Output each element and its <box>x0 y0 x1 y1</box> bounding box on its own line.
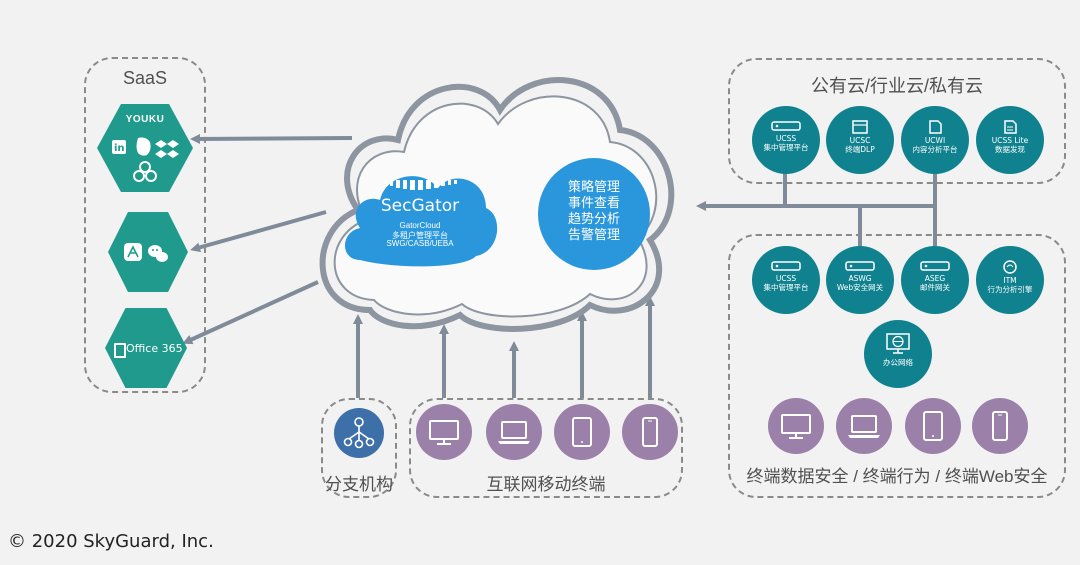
mobile-group <box>409 398 683 498</box>
saas-apps-hex <box>108 212 188 292</box>
enterprise-laptop-device <box>836 398 892 454</box>
enterprise-phone-device <box>972 398 1028 454</box>
youku-logo: YOUKU <box>125 114 165 125</box>
arrow-to-saas-apps <box>190 210 327 253</box>
monitor-icon <box>429 420 459 445</box>
enterprise-group <box>728 234 1066 498</box>
mobile-monitor-device <box>416 404 472 460</box>
saas-group <box>84 57 206 393</box>
function-trends: 趋势分析 <box>567 212 620 227</box>
monitor-icon <box>781 414 811 439</box>
function-alerts: 告警管理 <box>567 228 620 243</box>
phone-icon <box>992 411 1008 441</box>
public-ucsc-node: UCSC 终端DLP <box>826 106 894 174</box>
gatorcloud-desc2: SWG/CASB/UEBA <box>386 239 454 248</box>
branch-label: 分支机构 <box>325 475 393 494</box>
secgator-title: SecGator <box>380 196 460 216</box>
evernote-icon <box>136 137 151 156</box>
brain-icon <box>1003 260 1017 274</box>
public-ucss-lite-node: UCSS Lite 数据发现 <box>976 106 1044 174</box>
gatorcloud-label: GatorCloud <box>399 221 441 230</box>
cloud-share-icon <box>133 161 157 182</box>
public-ucss-node: UCSS 集中管理平台 <box>752 106 820 174</box>
server-icon <box>771 261 801 271</box>
public-ucwi-node: UCWI 内容分析平台 <box>901 106 969 174</box>
app-store-icon <box>124 243 142 261</box>
function-events: 事件查看 <box>567 196 620 211</box>
server-icon <box>920 261 950 271</box>
mobile-label: 互联网移动终端 <box>486 475 606 494</box>
gatorcloud-desc1: 多租户管理平台 <box>392 231 448 240</box>
network-branch-icon <box>343 417 375 449</box>
office365-label: Office 365 <box>126 342 183 355</box>
public-cloud-group <box>728 58 1066 184</box>
public-cloud-title: 公有云/行业云/私有云 <box>810 76 983 96</box>
phone-icon <box>642 417 658 447</box>
secgator-logo-bars <box>384 180 457 190</box>
laptop-icon <box>498 421 530 444</box>
enterprise-itm-node: ITM 行为分析引擎 <box>976 246 1044 314</box>
mobile-laptop-device <box>486 404 542 460</box>
enterprise-aswg-node: ASWG Web安全网关 <box>826 246 894 314</box>
arrow-to-saas-media <box>190 133 353 144</box>
office365-hex: Office 365 <box>105 308 187 388</box>
laptop-icon <box>848 415 880 438</box>
office-network-node: 办公网络 <box>864 320 932 388</box>
secgator-cloud <box>345 176 498 267</box>
mobile-tablet-device <box>554 404 610 460</box>
tablet-icon <box>923 411 943 441</box>
wechat-icon <box>148 245 168 262</box>
enterprise-monitor-device <box>768 398 824 454</box>
branch-node <box>334 408 384 458</box>
saas-title: SaaS <box>122 68 168 88</box>
office365-icon <box>114 343 126 358</box>
document-icon <box>929 120 942 134</box>
enterprise-tablet-device <box>905 398 961 454</box>
mobile-phone-device <box>622 404 678 460</box>
globe-monitor-icon <box>886 333 910 354</box>
box-icon <box>852 120 868 134</box>
server-icon <box>845 261 875 271</box>
linkedin-icon: in <box>112 140 126 154</box>
server-icon <box>771 121 801 131</box>
dropbox-icon <box>155 140 179 158</box>
enterprise-ucss-node: UCSS 集中管理平台 <box>752 246 820 314</box>
tablet-icon <box>572 417 592 447</box>
arrow-to-office365 <box>182 280 319 345</box>
enterprise-footer: 终端数据安全 / 终端行为 / 终端Web安全 <box>746 467 1048 486</box>
management-circle: 策略管理 事件查看 趋势分析 告警管理 <box>538 158 650 270</box>
svg-text:in: in <box>114 143 125 154</box>
function-policy: 策略管理 <box>567 180 620 195</box>
branch-group <box>321 398 397 498</box>
copyright: © 2020 SkyGuard, Inc. <box>8 531 214 552</box>
document-icon <box>1004 120 1017 134</box>
enterprise-aseg-node: ASEG 邮件网关 <box>901 246 969 314</box>
social-icons: in <box>112 137 179 182</box>
